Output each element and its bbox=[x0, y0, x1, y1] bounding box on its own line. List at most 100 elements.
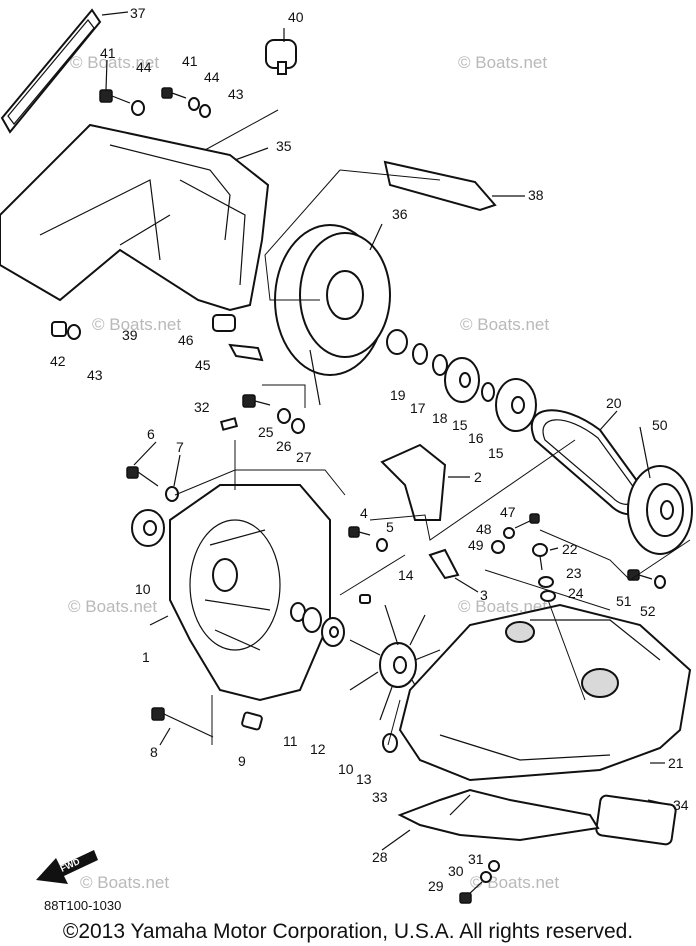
part-8-bolt bbox=[151, 707, 214, 738]
part-45-bracket bbox=[228, 343, 264, 362]
part-31-nut bbox=[488, 860, 500, 872]
part-40-mount bbox=[265, 39, 297, 75]
watermark: © Boats.net bbox=[80, 873, 169, 892]
callout: 35 bbox=[276, 138, 292, 154]
callout: 44 bbox=[204, 69, 220, 85]
callout: 31 bbox=[468, 851, 484, 867]
part-35-shroud bbox=[0, 123, 270, 312]
callout: 34 bbox=[673, 797, 689, 813]
part-19-nut bbox=[386, 329, 408, 355]
callout: 21 bbox=[668, 755, 684, 771]
part-33-grommet bbox=[382, 733, 398, 753]
part-26-washer bbox=[277, 408, 291, 424]
callouts: 37 40 41 44 41 44 43 35 38 36 42 43 39 4… bbox=[50, 5, 689, 894]
callout: 6 bbox=[147, 426, 155, 442]
part-25-bolt bbox=[242, 394, 271, 408]
part-44-washer bbox=[131, 100, 145, 116]
callout: 3 bbox=[480, 587, 488, 603]
part-15-pulley-half-b bbox=[495, 378, 537, 432]
callout: 16 bbox=[468, 430, 484, 446]
callout: 29 bbox=[428, 878, 444, 894]
callout: 41 bbox=[182, 53, 198, 69]
part-22-screw bbox=[532, 543, 548, 571]
callout: 28 bbox=[372, 849, 388, 865]
callout: 45 bbox=[195, 357, 211, 373]
callout: 10 bbox=[135, 581, 151, 597]
part-34-pad bbox=[595, 794, 677, 846]
callout: 49 bbox=[468, 537, 484, 553]
part-38-plate bbox=[383, 160, 497, 212]
callout: 14 bbox=[398, 567, 414, 583]
callout: 43 bbox=[228, 86, 244, 102]
callout: 24 bbox=[568, 585, 584, 601]
callout: 33 bbox=[372, 789, 388, 805]
part-13-fan bbox=[349, 604, 441, 721]
callout: 43 bbox=[87, 367, 103, 383]
callout: 9 bbox=[238, 753, 246, 769]
watermark: © Boats.net bbox=[470, 873, 559, 892]
part-2-duct bbox=[380, 443, 447, 521]
callout: 38 bbox=[528, 187, 544, 203]
callout: 32 bbox=[194, 399, 210, 415]
part-5-washer bbox=[376, 538, 388, 552]
part-29-bolt bbox=[459, 881, 483, 904]
part-20-belt bbox=[530, 409, 646, 516]
callout: 37 bbox=[130, 5, 146, 21]
part-52-washer bbox=[654, 575, 666, 589]
part-24-grommet bbox=[540, 590, 556, 602]
part-28-bracket bbox=[397, 788, 600, 842]
part-37-guard bbox=[0, 8, 102, 134]
callout: 41 bbox=[100, 45, 116, 61]
callout: 47 bbox=[500, 504, 516, 520]
callout: 42 bbox=[50, 353, 66, 369]
part-10-seal bbox=[131, 509, 165, 547]
callout: 5 bbox=[386, 519, 394, 535]
callout: 13 bbox=[356, 771, 372, 787]
callout: 1 bbox=[142, 649, 150, 665]
part-41-bolt-b bbox=[161, 87, 187, 99]
part-44-washer-b bbox=[188, 97, 211, 118]
part-4-bolt bbox=[348, 526, 371, 538]
callout: 7 bbox=[176, 439, 184, 455]
watermark: © Boats.net bbox=[458, 53, 547, 72]
callout: 4 bbox=[360, 505, 368, 521]
callout: 22 bbox=[562, 541, 578, 557]
part-48-washer bbox=[503, 527, 515, 539]
leader-lines bbox=[101, 11, 671, 851]
callout: 36 bbox=[392, 206, 408, 222]
callout: 27 bbox=[296, 449, 312, 465]
part-3-bracket bbox=[428, 548, 460, 580]
callout: 30 bbox=[448, 863, 464, 879]
callout: 15 bbox=[488, 445, 504, 461]
callout: 25 bbox=[258, 424, 274, 440]
part-12-bearing bbox=[302, 607, 322, 633]
callout: 44 bbox=[136, 59, 152, 75]
part-46-clip bbox=[212, 314, 236, 332]
callout: 12 bbox=[310, 741, 326, 757]
callout: 26 bbox=[276, 438, 292, 454]
callout: 10 bbox=[338, 761, 354, 777]
callout: 17 bbox=[410, 400, 426, 416]
part-32-clip bbox=[219, 417, 239, 431]
part-10-seal-b bbox=[321, 617, 345, 647]
part-15-pulley-half bbox=[444, 357, 480, 403]
part-41-bolt bbox=[99, 89, 131, 104]
watermark: © Boats.net bbox=[458, 597, 547, 616]
watermark: © Boats.net bbox=[92, 315, 181, 334]
watermarks: © Boats.net © Boats.net © Boats.net © Bo… bbox=[68, 53, 559, 892]
part-16-spacer bbox=[481, 382, 495, 402]
watermark: © Boats.net bbox=[68, 597, 157, 616]
part-17-washer bbox=[412, 343, 428, 365]
part-21-cover bbox=[398, 603, 692, 782]
part-43-washer bbox=[67, 324, 81, 340]
part-51-bolt bbox=[627, 569, 653, 581]
callout: 39 bbox=[122, 327, 138, 343]
callout: 50 bbox=[652, 417, 668, 433]
callout: 19 bbox=[390, 387, 406, 403]
callout: 15 bbox=[452, 417, 468, 433]
watermark: © Boats.net bbox=[70, 53, 159, 72]
diagram-code: 88T100-1030 bbox=[44, 898, 122, 913]
part-1-cover bbox=[169, 484, 331, 702]
callout: 48 bbox=[476, 521, 492, 537]
